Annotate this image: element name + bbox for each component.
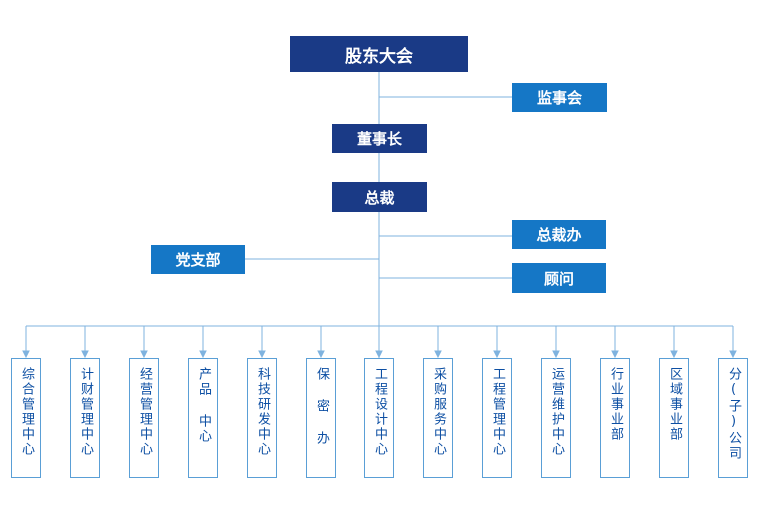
department-label: 区域事业部 [667, 367, 682, 442]
department-box: 计财管理中心 [70, 358, 100, 478]
shareholders-meeting-box: 股东大会 [290, 36, 468, 72]
arrow-down-icon [552, 350, 560, 359]
department-box: 工程设计中心 [364, 358, 394, 478]
party-branch-box: 党支部 [151, 245, 245, 274]
chairman-box: 董事长 [332, 124, 427, 153]
arrow-down-icon [258, 350, 266, 359]
department-label: 科技研发中心 [255, 367, 270, 457]
arrow-down-icon [493, 350, 501, 359]
arrow-down-icon [375, 350, 383, 359]
department-label: 综合管理中心 [19, 367, 34, 457]
department-label: 分(子)公司 [726, 367, 741, 461]
department-box: 分(子)公司 [718, 358, 748, 478]
advisor-label: 顾问 [543, 269, 574, 288]
arrow-down-icon [611, 350, 619, 359]
president-label: 总裁 [364, 188, 395, 207]
department-label: 行业事业部 [608, 367, 623, 442]
shareholders-meeting-label: 股东大会 [345, 46, 413, 67]
department-label: 工程设计中心 [372, 367, 387, 457]
arrow-down-icon [317, 350, 325, 359]
arrow-down-icon [22, 350, 30, 359]
arrow-down-icon [81, 350, 89, 359]
arrow-down-icon [140, 350, 148, 359]
department-label: 产品 中心 [196, 367, 211, 444]
department-box: 采购服务中心 [423, 358, 453, 478]
department-label: 保 密 办 [314, 367, 329, 446]
department-box: 工程管理中心 [482, 358, 512, 478]
department-box: 综合管理中心 [11, 358, 41, 478]
supervisory-board-box: 监事会 [512, 83, 607, 112]
president-box: 总裁 [332, 182, 427, 212]
president-office-label: 总裁办 [536, 226, 582, 244]
department-box: 保 密 办 [306, 358, 336, 478]
department-label: 运营维护中心 [549, 367, 564, 457]
department-box: 经营管理中心 [129, 358, 159, 478]
department-box: 科技研发中心 [247, 358, 277, 478]
department-label: 工程管理中心 [490, 367, 505, 457]
arrow-down-icon [199, 350, 207, 359]
supervisory-board-label: 监事会 [536, 89, 582, 107]
department-box: 产品 中心 [188, 358, 218, 478]
department-label: 采购服务中心 [431, 367, 446, 457]
party-branch-label: 党支部 [175, 251, 221, 269]
arrow-down-icon [670, 350, 678, 359]
chairman-label: 董事长 [356, 130, 402, 148]
department-box: 行业事业部 [600, 358, 630, 478]
president-office-box: 总裁办 [512, 220, 606, 249]
arrow-down-icon [434, 350, 442, 359]
advisor-box: 顾问 [512, 263, 606, 293]
department-box: 区域事业部 [659, 358, 689, 478]
department-label: 计财管理中心 [78, 367, 93, 457]
department-box: 运营维护中心 [541, 358, 571, 478]
arrow-down-icon [729, 350, 737, 359]
department-label: 经营管理中心 [137, 367, 152, 457]
